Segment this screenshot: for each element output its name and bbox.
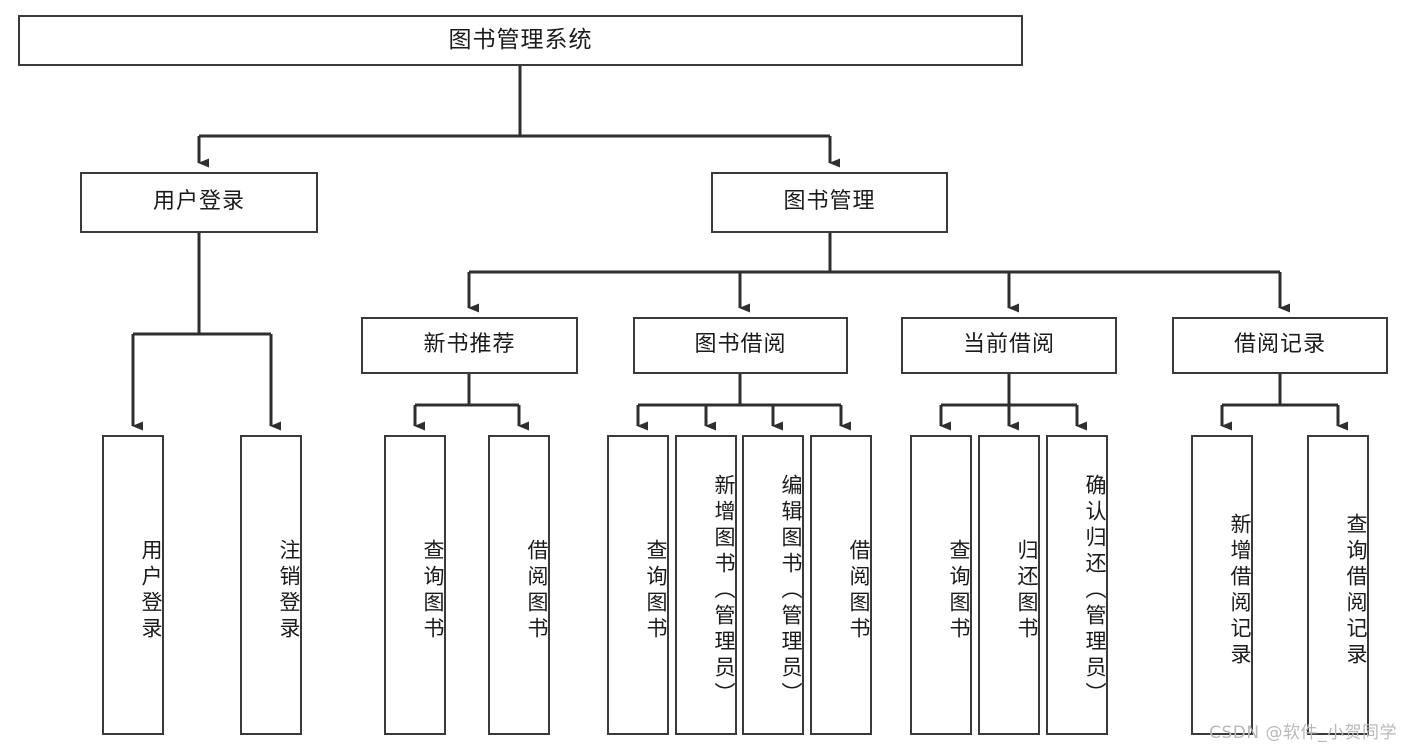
node-label: 用户登录 (139, 539, 163, 643)
node-leaf-add-book-admin[interactable]: 新增图书（管理员） (675, 435, 737, 735)
node-user-login[interactable]: 用户登录 (80, 172, 318, 233)
node-leaf-logout-login[interactable]: 注销登录 (240, 435, 302, 735)
node-leaf-borrow-book-recommend[interactable]: 借阅图书 (488, 435, 550, 735)
node-label: 借阅图书 (847, 539, 871, 643)
node-new-book-recommend[interactable]: 新书推荐 (361, 317, 578, 374)
node-label: 用户登录 (152, 189, 245, 215)
node-label: 编辑图书（管理员） (779, 474, 803, 708)
node-book-management[interactable]: 图书管理 (711, 172, 948, 233)
node-label: 借阅记录 (1233, 332, 1326, 358)
node-label: 注销登录 (277, 539, 301, 643)
node-root-book-management-system[interactable]: 图书管理系统 (18, 15, 1023, 66)
node-current-borrow[interactable]: 当前借阅 (901, 317, 1117, 374)
node-leaf-borrow-book[interactable]: 借阅图书 (810, 435, 872, 735)
node-label: 图书管理系统 (448, 26, 593, 53)
node-label: 查询借阅记录 (1344, 513, 1368, 669)
node-label: 查询图书 (947, 539, 971, 643)
node-label: 查询图书 (644, 539, 668, 643)
node-leaf-add-borrow-record[interactable]: 新增借阅记录 (1191, 435, 1253, 735)
node-leaf-edit-book-admin[interactable]: 编辑图书（管理员） (742, 435, 804, 735)
node-label: 新书推荐 (423, 332, 516, 358)
node-label: 借阅图书 (525, 539, 549, 643)
node-leaf-query-book-current[interactable]: 查询图书 (910, 435, 972, 735)
node-label: 图书管理 (783, 189, 876, 215)
node-label: 查询图书 (421, 539, 445, 643)
node-leaf-query-borrow-record[interactable]: 查询借阅记录 (1307, 435, 1369, 735)
node-label: 新增借阅记录 (1228, 513, 1252, 669)
csdn-watermark: CSDN @软件_小贺同学 (1209, 723, 1397, 743)
node-label: 确认归还（管理员） (1083, 474, 1107, 708)
node-leaf-return-book[interactable]: 归还图书 (978, 435, 1040, 735)
node-leaf-user-login[interactable]: 用户登录 (102, 435, 164, 735)
node-book-borrow[interactable]: 图书借阅 (633, 317, 848, 374)
node-leaf-confirm-return-admin[interactable]: 确认归还（管理员） (1046, 435, 1108, 735)
node-label: 归还图书 (1015, 539, 1039, 643)
node-leaf-query-book-borrow[interactable]: 查询图书 (607, 435, 669, 735)
node-label: 图书借阅 (694, 332, 787, 358)
node-label: 当前借阅 (962, 332, 1055, 358)
node-label: 新增图书（管理员） (712, 474, 736, 708)
node-leaf-query-book-recommend[interactable]: 查询图书 (384, 435, 446, 735)
node-borrow-record[interactable]: 借阅记录 (1172, 317, 1388, 374)
